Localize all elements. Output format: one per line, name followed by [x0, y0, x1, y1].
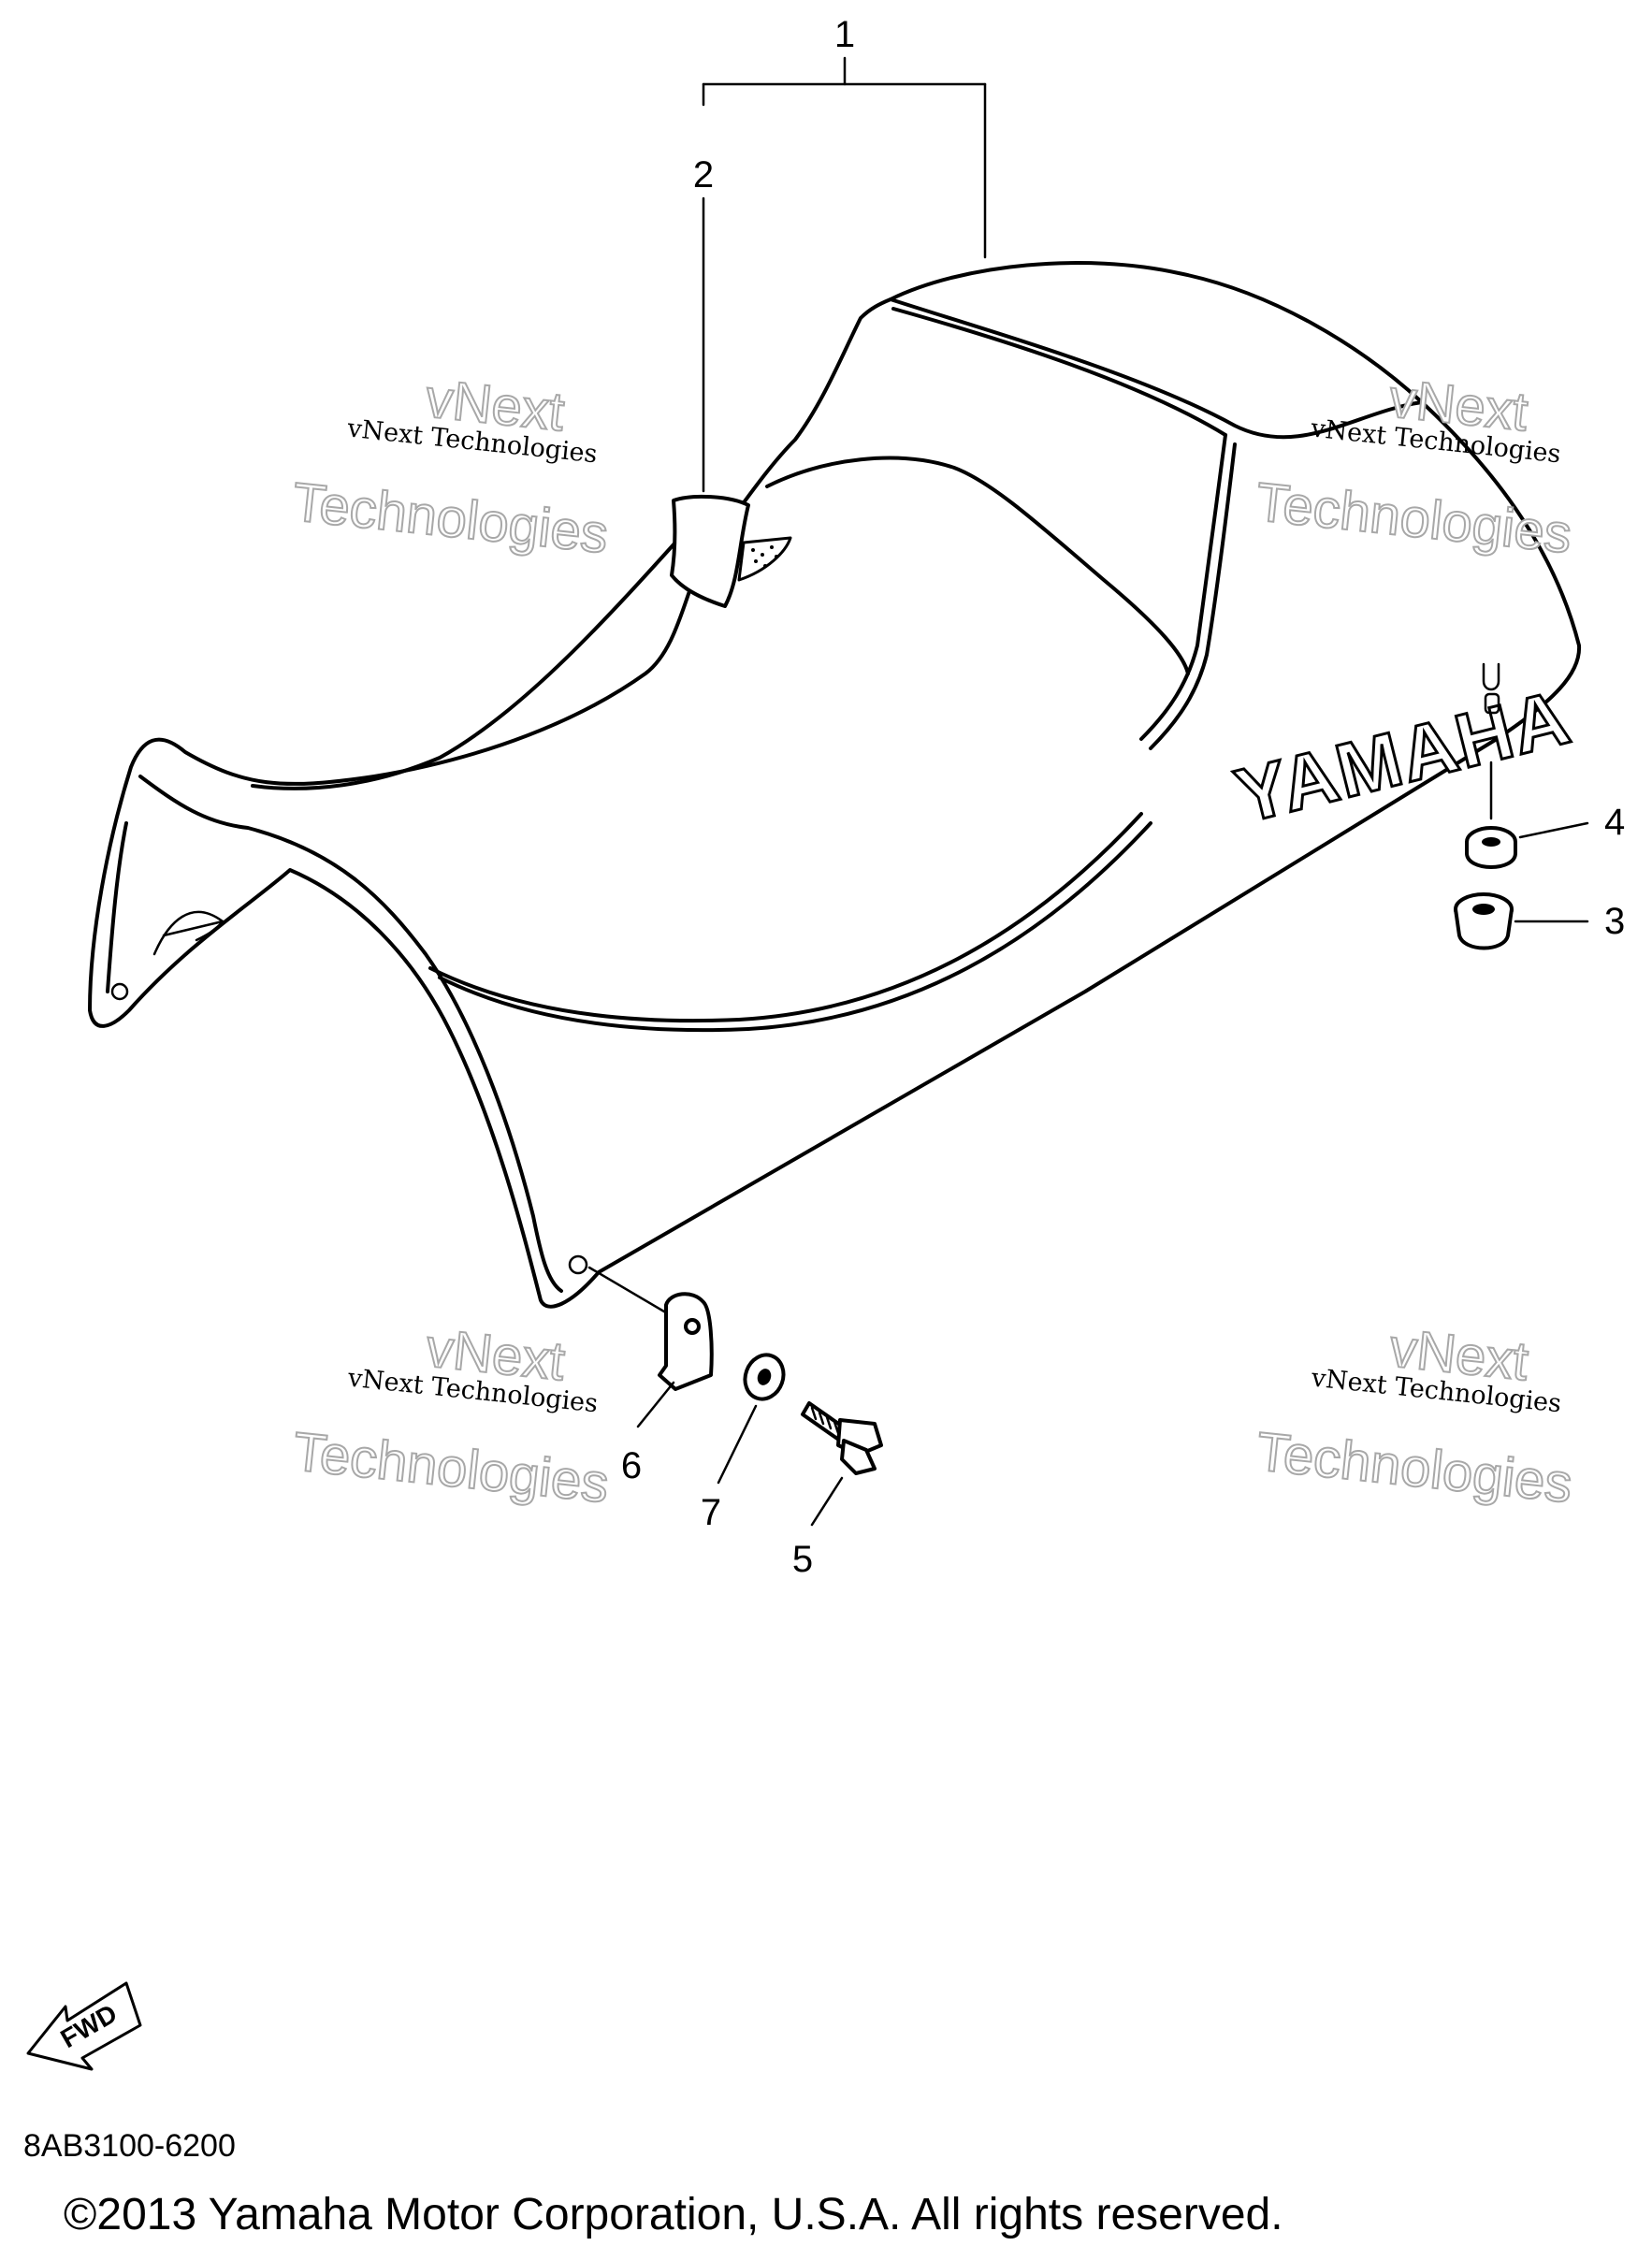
callout-2-label: 2: [693, 154, 714, 196]
part-5-bolt: [801, 1401, 883, 1527]
callout-1-label: 1: [834, 14, 855, 55]
watermark-bottom-right: vNext Technologies vNext Technologies: [1253, 1316, 1576, 1515]
part-4-washer: [1465, 761, 1589, 869]
seat-outer-shell: [88, 261, 1582, 1309]
svg-text:vNext: vNext: [1387, 1317, 1531, 1392]
fwd-arrow-icon: FWD: [26, 1981, 142, 2071]
seat-illustration: YAMAHA: [88, 261, 1582, 1309]
callout-6-label: 6: [621, 1445, 642, 1486]
diagram-code: 8AB3100-6200: [23, 2128, 236, 2164]
callout-1-bracket: [702, 56, 987, 259]
callout-7-label: 7: [701, 1492, 721, 1533]
copyright-notice: ©2013 Yamaha Motor Corporation, U.S.A. A…: [64, 2190, 1283, 2239]
svg-text:Technologies: Technologies: [290, 471, 612, 565]
svg-text:Technologies: Technologies: [1253, 1421, 1575, 1514]
callout-5-label: 5: [792, 1539, 813, 1580]
svg-text:vNext: vNext: [1386, 368, 1530, 442]
watermark-bottom-left: vNext Technologies vNext Technologies: [289, 1316, 613, 1515]
watermark-top-left: vNext Technologies vNext Technologies: [289, 367, 613, 566]
svg-text:Technologies: Technologies: [290, 1421, 612, 1514]
callout-4-label: 4: [1604, 802, 1625, 843]
part-6-bracket: [587, 1266, 714, 1428]
part-7-washer: [717, 1353, 786, 1485]
callout-3-label: 3: [1604, 901, 1625, 942]
part-3-grommet: [1454, 892, 1589, 950]
